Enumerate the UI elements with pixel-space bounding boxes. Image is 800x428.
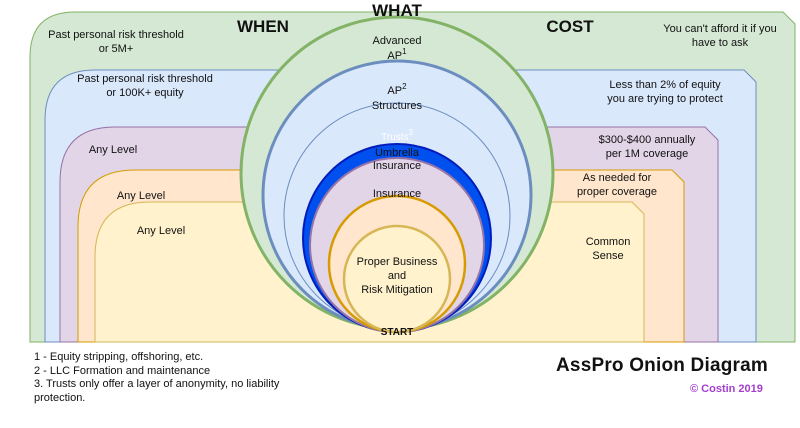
footnote-1: 1 - Equity stripping, offshoring, etc. xyxy=(34,351,204,363)
footnote-ref: 1 xyxy=(402,47,407,56)
what-label-trusts: Trusts3 xyxy=(381,128,413,143)
header-cost: COST xyxy=(546,17,594,36)
footnotes: 1 - Equity stripping, offshoring, etc. 2… xyxy=(34,351,324,405)
label-line: Insurance xyxy=(373,188,421,200)
header-when: WHEN xyxy=(237,17,289,36)
when-label-umbrella: Any Level xyxy=(117,190,165,202)
label-line: Common xyxy=(586,236,631,248)
label-line: have to ask xyxy=(692,37,749,49)
label-line: Trusts3 xyxy=(381,128,413,143)
cost-label-ap-structures: Less than 2% of equity you are trying to … xyxy=(607,79,723,105)
start-label: START xyxy=(381,327,414,338)
when-label-ap-structures: Past personal risk threshold or 100K+ equ… xyxy=(77,73,213,99)
label-line: Advanced xyxy=(373,35,422,47)
footnote-ref: 3 xyxy=(408,128,413,137)
label-line: Insurance xyxy=(373,160,421,172)
label-line: and xyxy=(388,270,406,282)
footnote-3: 3. Trusts only offer a layer of anonymit… xyxy=(34,378,280,404)
diagram-title: AssPro Onion Diagram xyxy=(556,355,768,376)
label-line: Past personal risk threshold xyxy=(77,73,213,85)
label-line: $300-$400 annually xyxy=(599,134,696,146)
label-line: Proper Business xyxy=(357,256,438,268)
label-line: proper coverage xyxy=(577,186,657,198)
footnote-2: 2 - LLC Formation and maintenance xyxy=(34,364,211,377)
cost-label-advanced-ap: You can't afford it if you have to ask xyxy=(663,23,776,49)
what-label-insurance: Insurance xyxy=(373,188,421,200)
credit: © Costin 2019 xyxy=(690,383,763,395)
label-line: Less than 2% of equity xyxy=(609,79,721,91)
label-line: As needed for xyxy=(583,172,652,184)
label-line: Any Level xyxy=(89,144,137,156)
footnote-ref: 2 xyxy=(402,82,407,91)
label-line: Umbrella xyxy=(375,147,420,159)
cost-label-trusts: $300-$400 annually per 1M coverage xyxy=(599,134,696,160)
when-label-insurance: Any Level xyxy=(137,225,185,237)
what-label-structures: Structures xyxy=(372,100,423,112)
label-line: Sense xyxy=(592,250,623,262)
label-line: per 1M coverage xyxy=(606,148,689,160)
when-label-advanced-ap: Past personal risk threshold or 5M+ xyxy=(48,29,184,55)
label-line: you are trying to protect xyxy=(607,93,723,105)
label-line: Any Level xyxy=(117,190,165,202)
label-line: or 5M+ xyxy=(99,43,134,55)
header-what: WHAT xyxy=(372,1,422,20)
circle-proper-business xyxy=(342,224,452,334)
label-line: You can't afford it if you xyxy=(663,23,776,35)
label-line: Any Level xyxy=(137,225,185,237)
when-label-trusts: Any Level xyxy=(89,144,137,156)
label-line: Past personal risk threshold xyxy=(48,29,184,41)
cost-label-umbrella: As needed for proper coverage xyxy=(577,172,657,198)
label-line: or 100K+ equity xyxy=(106,87,184,99)
label-line: Risk Mitigation xyxy=(361,284,433,296)
